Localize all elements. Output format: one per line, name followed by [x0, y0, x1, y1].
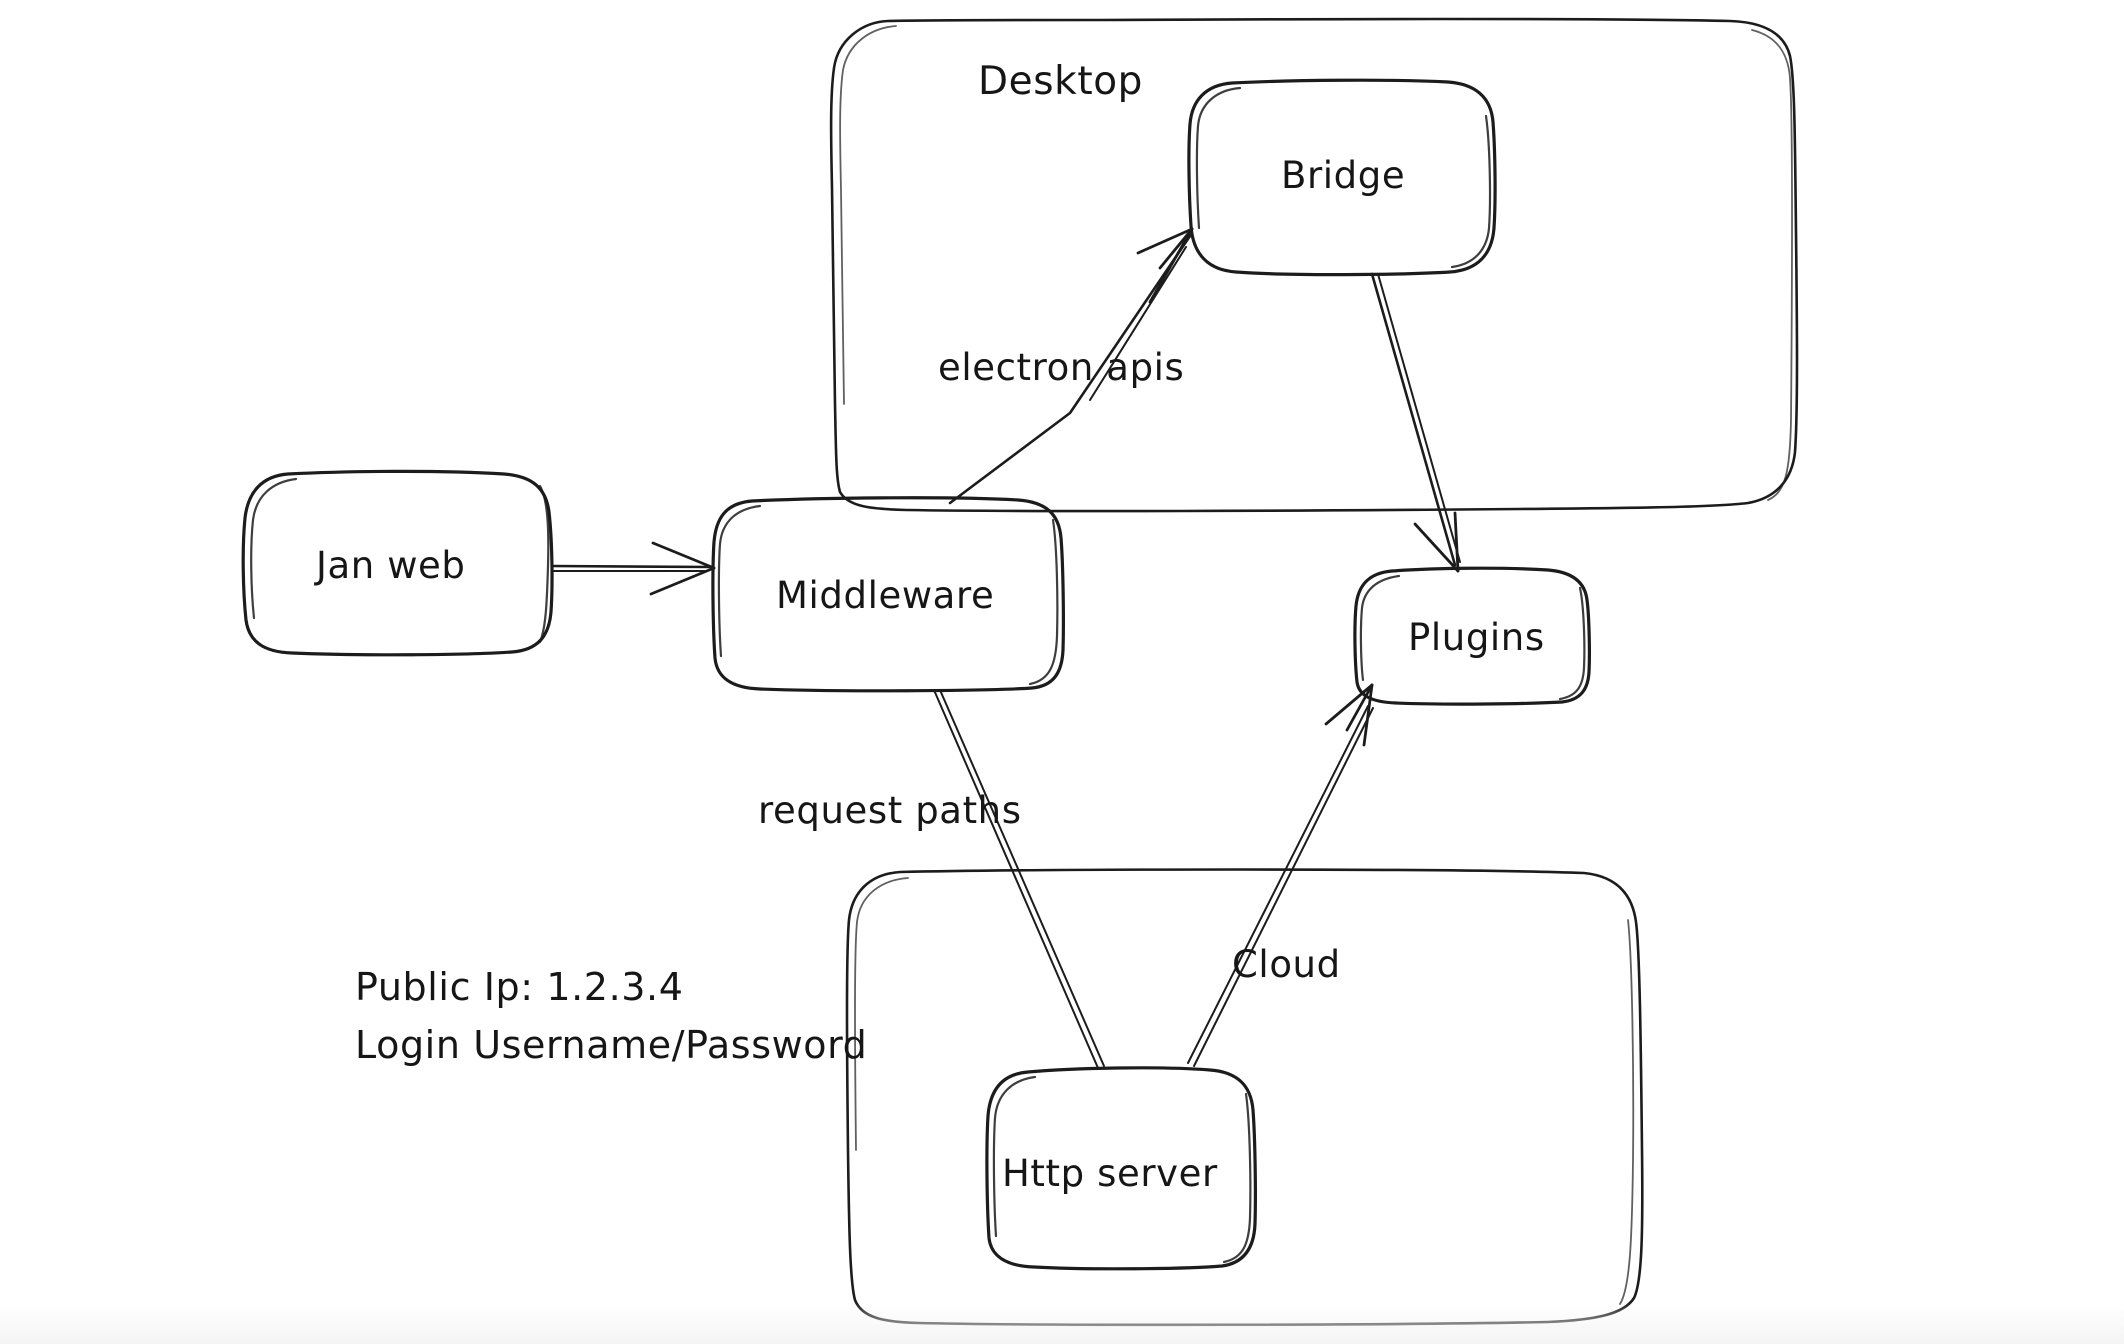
edge-electron-apis-label: electron apis	[938, 346, 1184, 389]
node-plugins-label: Plugins	[1408, 616, 1545, 659]
edge-http-server-to-plugins	[1187, 683, 1374, 1067]
edge-request-paths-label: request paths	[758, 789, 1022, 832]
node-jan-web[interactable]	[241, 469, 554, 657]
edge-middleware-to-bridge	[948, 227, 1194, 505]
container-desktop-label: Desktop	[978, 59, 1143, 104]
node-bridge[interactable]	[1187, 78, 1497, 277]
node-http-server-label: Http server	[1002, 1152, 1218, 1195]
node-http-server[interactable]	[985, 1066, 1257, 1271]
node-middleware[interactable]	[711, 496, 1065, 693]
edge-bridge-to-plugins	[1370, 272, 1461, 573]
edge-jan-web-to-middleware	[550, 541, 716, 596]
node-plugins[interactable]	[1353, 566, 1591, 706]
node-middleware-label: Middleware	[776, 574, 994, 617]
node-bridge-label: Bridge	[1281, 154, 1405, 197]
container-desktop[interactable]	[829, 17, 1799, 513]
note-login: Login Username/Password	[355, 1023, 867, 1067]
edge-cloud-label: Cloud	[1232, 943, 1341, 986]
edge-middleware-to-http-server	[933, 689, 1105, 1069]
note-public-ip: Public Ip: 1.2.3.4	[355, 965, 684, 1009]
node-jan-web-label: Jan web	[314, 544, 466, 587]
